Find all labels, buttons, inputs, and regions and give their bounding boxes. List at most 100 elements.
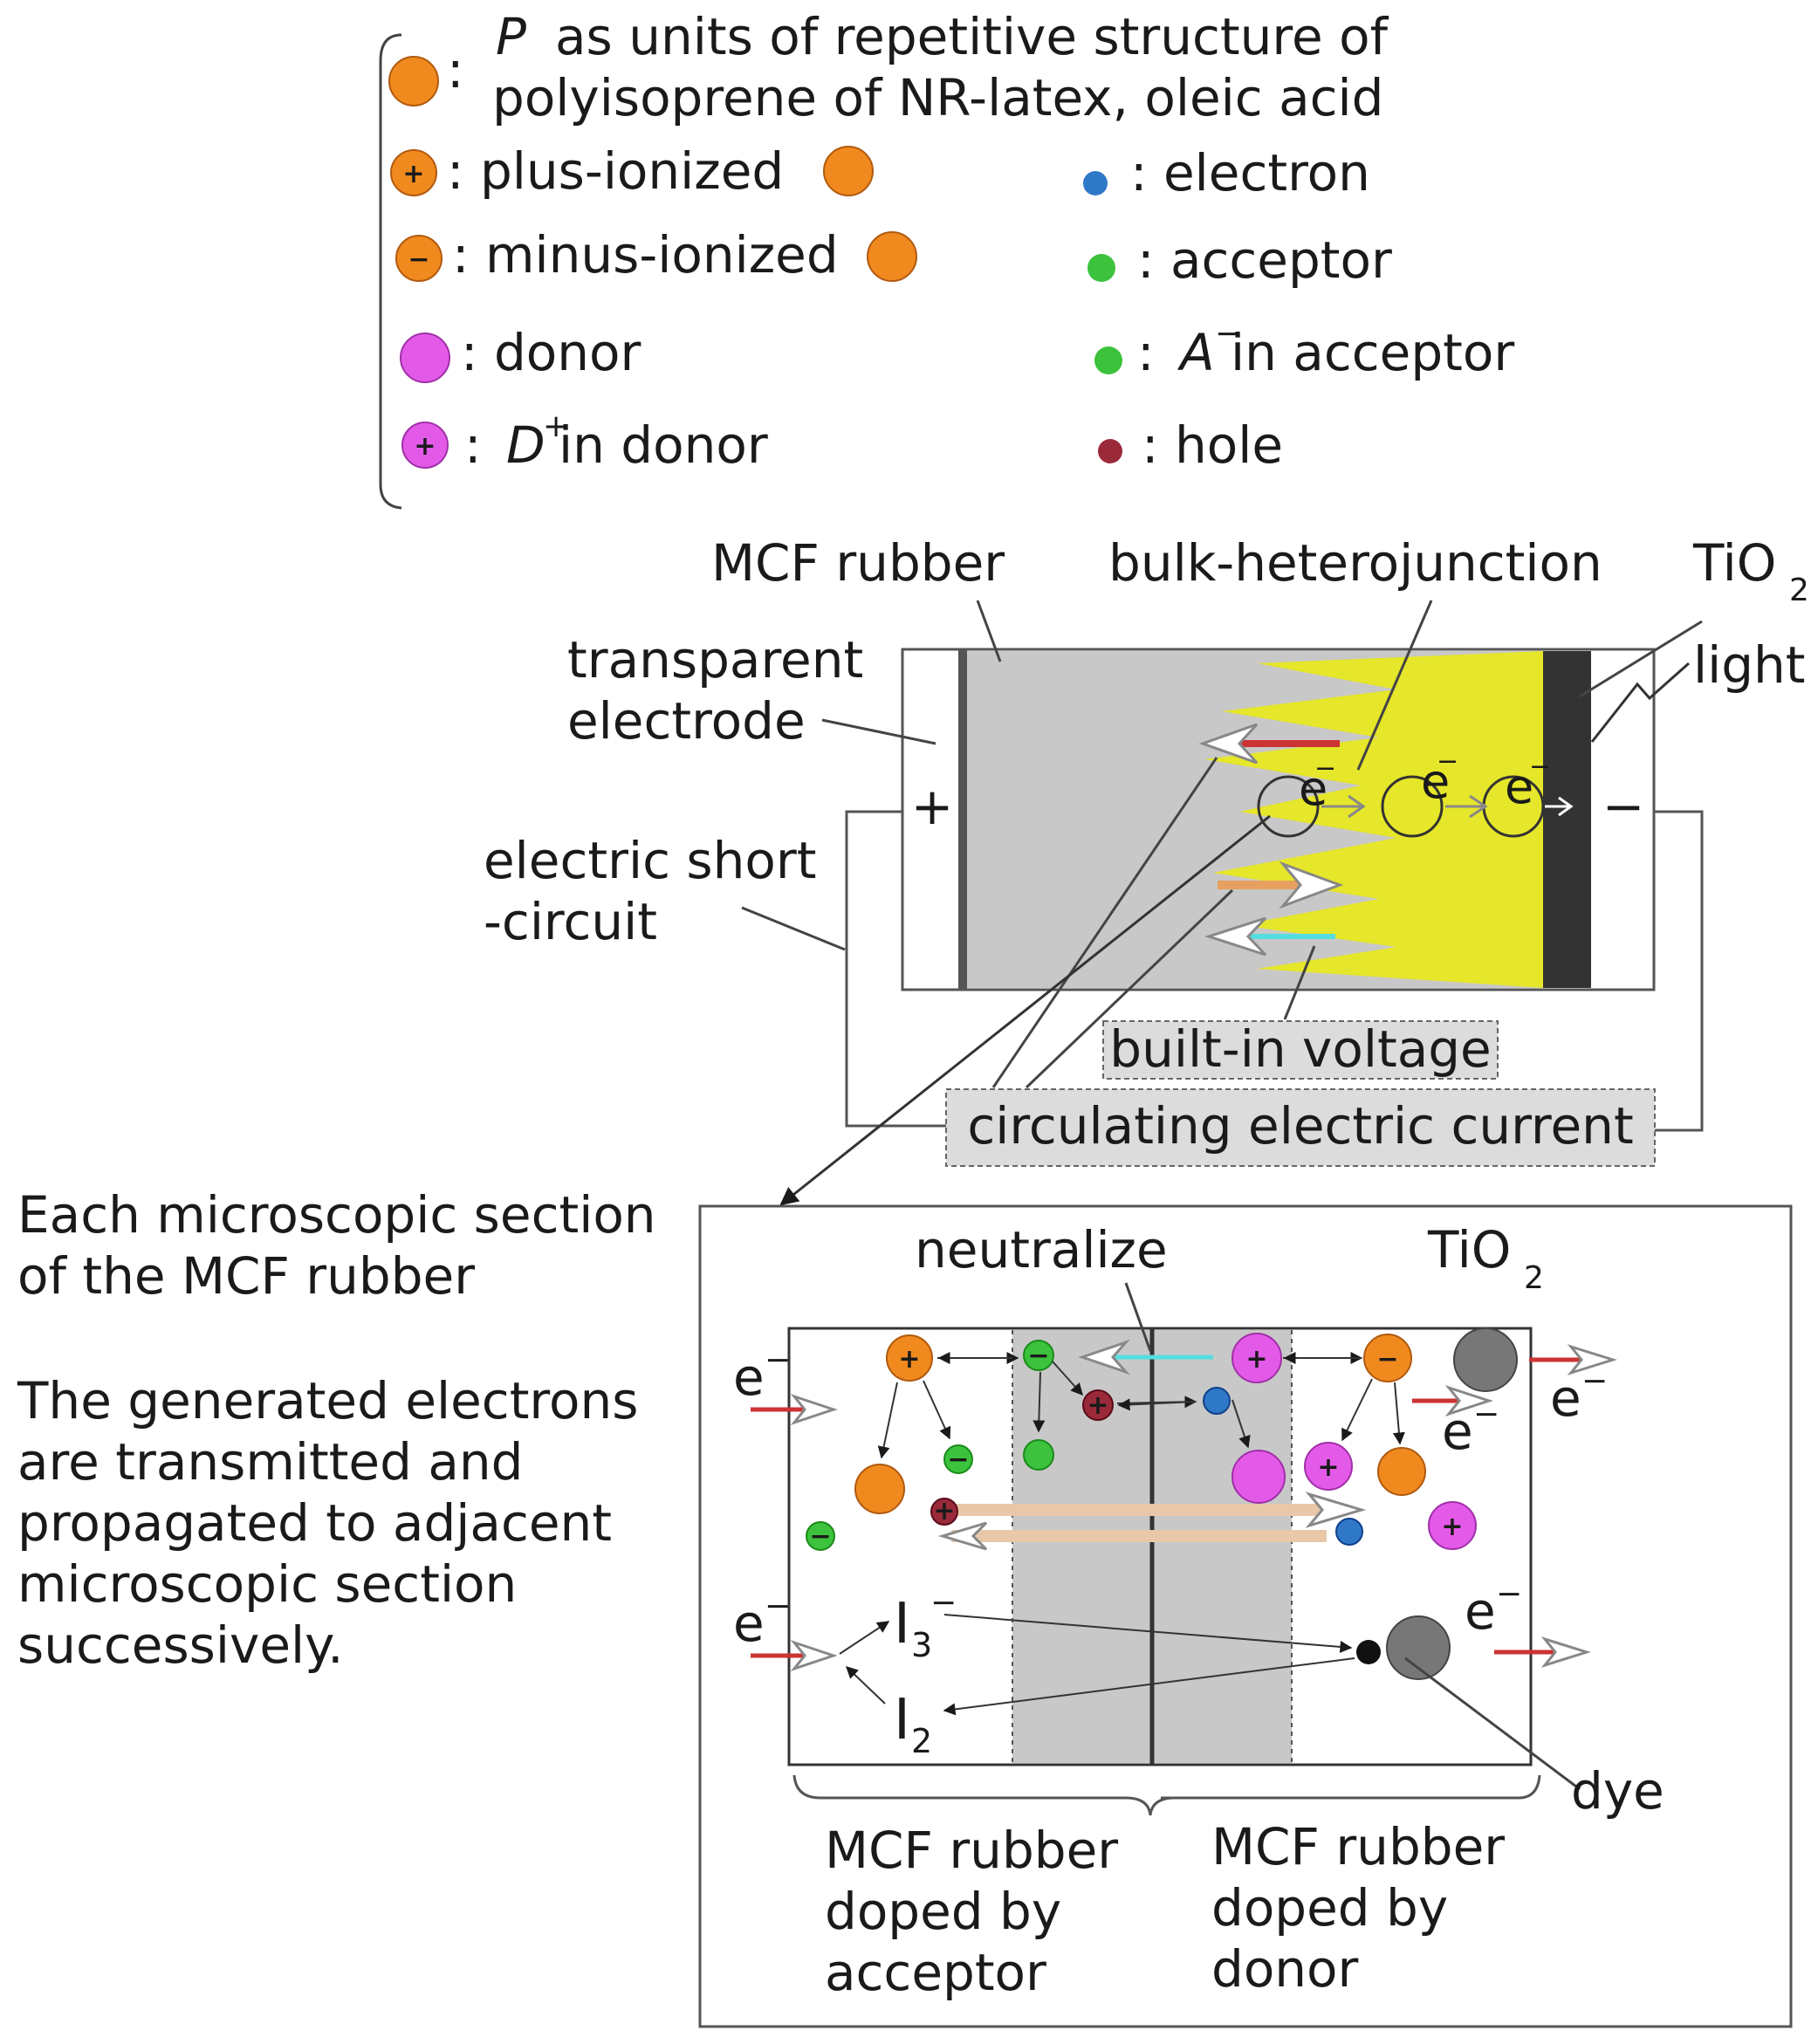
legend-item-hole: : hole [1098,415,1283,475]
electron-label: e [733,1594,765,1653]
neutralize-label: neutralize [915,1220,1168,1279]
electron-label: e [1505,759,1533,814]
minus-sign: − [1529,751,1551,782]
iodide-arrow [943,1657,1355,1716]
explanation-note: Each microscopic section of the MCF rubb… [17,1185,656,1675]
leader-line [976,600,1002,662]
interaction-arrow [1032,1371,1046,1433]
electron-out-arrowhead [1444,1385,1493,1416]
legend-a-symbol: A [1177,323,1215,382]
plus-ionized-p [886,1334,933,1382]
donor-region-label: donor [1211,1939,1359,1999]
p-unit [854,1464,905,1514]
transparent-electrode-label: electrode [567,691,806,751]
interaction-arrow [1392,1382,1405,1445]
legend-item-donor: : donor [400,323,641,383]
legend-donor-label: : donor [461,323,641,382]
a-minus-particle [943,1444,973,1474]
minus-sign: − [947,1444,969,1475]
light-bolt-icon [1590,662,1690,743]
electron-sup: − [765,1342,791,1378]
d-plus-particle [1231,1333,1282,1383]
tio2-label: TiO [1692,533,1776,593]
transport-arrowhead [1305,1492,1367,1528]
legend-p-line1: as units of repetitive structure of [555,7,1389,66]
interaction-arrow [877,1382,898,1459]
legend-item-electron: : electron [1083,143,1370,202]
legend-item-minus-ionized: − : minus-ionized [395,225,917,285]
legend-p-line2: polyisoprene of NR-latex, oleic acid [492,68,1383,127]
electron-in-arrowhead [790,1393,838,1426]
hole-particle [930,1498,958,1526]
acceptor-brace [792,1774,1176,1816]
hole-transport-band [951,1530,1327,1542]
minus-terminal: − [1602,777,1645,836]
transfer-arrow [1545,796,1574,817]
plus-ionized-icon [390,149,437,196]
acceptor-region-label: doped by [825,1882,1061,1941]
legend-a-sup: − [1215,316,1241,352]
note-line: propagated to adjacent [17,1493,612,1553]
plus-sign: + [1441,1512,1463,1542]
legend-hole-label: : hole [1142,415,1283,475]
electron-out-arrowhead [1540,1636,1592,1668]
transfer-arrow [1445,794,1488,819]
electron-sup: − [1581,1363,1608,1399]
acceptor-gray-band [1012,1330,1152,1763]
built-in-voltage-box [1102,1020,1499,1080]
leader-line [1404,1656,1581,1791]
hole-transport-band [951,1504,1327,1516]
electron-label: e [1421,754,1450,809]
microscopic-section: neutralize TiO 2 + − − − + + + − + [698,1204,1793,2028]
transport-arrowhead [937,1521,988,1551]
plus-sign: + [414,431,436,462]
mcf-rubber-label: MCF rubber [711,533,1005,593]
acceptor-particle [1023,1439,1054,1471]
plus-sign: + [1087,1390,1108,1421]
d-plus-icon [401,422,449,469]
electron-label: e [1550,1368,1581,1428]
light-label: light [1693,635,1806,695]
legend-plus-ionized-label: : plus-ionized [447,141,784,201]
neutralize-arrowhead [1078,1339,1130,1375]
note-line: The generated electrons [17,1371,638,1430]
transparent-electrode-label: transparent [567,630,863,689]
minus-sign: − [1437,746,1458,777]
electron-icon [1083,171,1108,195]
legend: : P as units of repetitive structure of … [379,7,1514,510]
legend-d-colon: : [464,415,482,475]
leader-line [1283,945,1316,1020]
donor-region-label: MCF rubber [1211,1817,1505,1876]
donor-particle [1231,1450,1286,1504]
electron-label: e [1465,1581,1496,1641]
transparent-electrode [958,649,967,990]
tio2-subscript: 2 [1524,1260,1544,1296]
note-line: of the MCF rubber [17,1246,475,1306]
built-in-voltage-label: built-in voltage [1109,1019,1492,1079]
minus-ionized-icon [395,235,442,282]
legend-d-sup: + [543,408,569,444]
circulating-current-box [945,1088,1656,1167]
legend-p-symbol: P [496,7,526,66]
minus-sign: − [809,1521,831,1552]
d-plus-particle [1304,1442,1353,1491]
dye-label: dye [1571,1761,1664,1821]
leader-line [1025,888,1234,1089]
iodide-arrow [943,1614,1353,1653]
tio2-label: TiO [1427,1220,1511,1279]
electron-flow-arrowhead [1198,723,1259,765]
zoom-arrow [779,814,1271,1206]
legend-acceptor-label: : acceptor [1137,230,1392,290]
electron-particle [1335,1518,1363,1546]
electron-sup: − [1496,1576,1522,1612]
bulk-heterojunction-label: bulk-heterojunction [1108,533,1602,593]
hole-particle [1082,1389,1114,1421]
legend-d-symbol: D [506,415,545,475]
legend-item-plus-ionized: + : plus-ionized [390,141,874,201]
plus-sign: + [1317,1452,1339,1483]
donor-region-label: doped by [1211,1878,1448,1938]
solar-cell: + − e e e − − − MCF rubber bulk-heteroju… [484,533,1809,1206]
p-unit-icon [388,56,439,106]
iodide-i3-subscript: 3 [911,1626,932,1664]
legend-a-colon: : [1137,323,1155,382]
